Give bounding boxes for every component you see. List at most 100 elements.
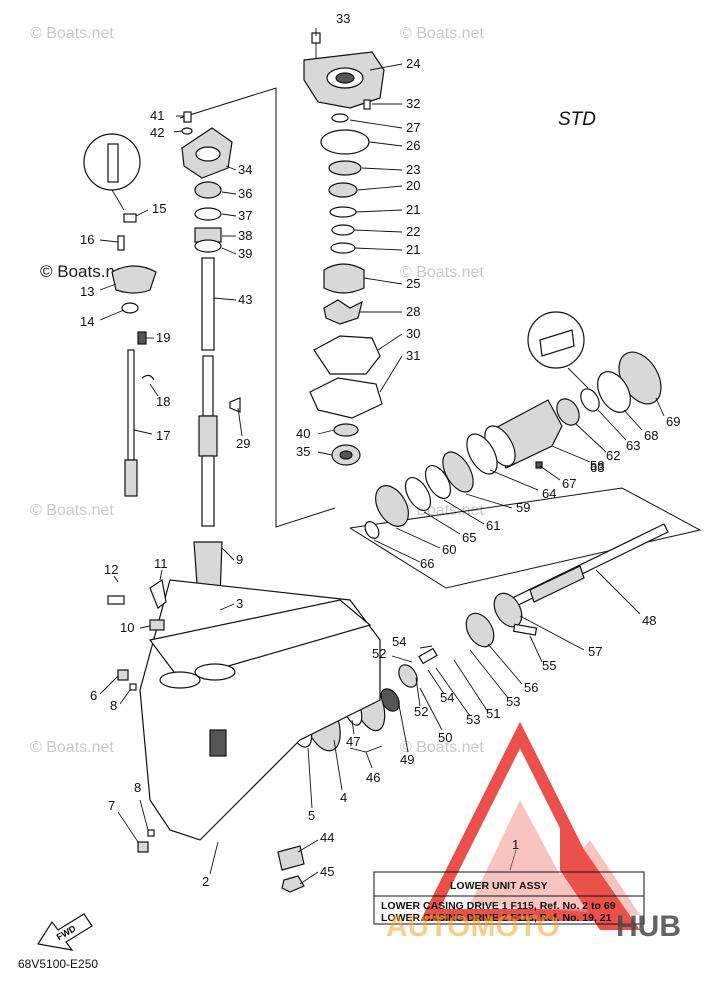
callout-32: 32	[406, 96, 420, 111]
callout-38: 38	[238, 228, 252, 243]
callout-60: 60	[442, 542, 456, 557]
callout-21: 21	[406, 202, 420, 217]
callout-14: 14	[80, 314, 94, 329]
callout-23: 23	[406, 162, 420, 177]
callouts: 33 24 32 27 26 23 20 21 22 21 25 28 30 3…	[80, 11, 680, 889]
callout-26: 26	[406, 138, 420, 153]
lower-casing-group	[107, 578, 381, 853]
callout-8: 8	[134, 780, 141, 795]
callout-20: 20	[406, 178, 420, 193]
callout-27: 27	[406, 120, 420, 135]
callout-41: 41	[150, 108, 164, 123]
assembly-frames	[179, 87, 702, 589]
callout-54: 54	[392, 634, 406, 649]
callout-22: 22	[406, 224, 420, 239]
watermark: © Boats.net	[30, 25, 114, 42]
callout-9: 9	[236, 552, 243, 567]
callout-36: 36	[238, 186, 252, 201]
std-label: STD	[558, 109, 596, 130]
info-ref-number: 1	[512, 837, 519, 852]
logo-text-a: AUTOMOTO	[386, 910, 560, 943]
callout-2: 2	[202, 874, 209, 889]
callout-35: 35	[296, 444, 310, 459]
callout-47: 47	[346, 734, 360, 749]
callout-10: 10	[120, 620, 134, 635]
callout-11: 11	[154, 556, 168, 571]
callout-15: 15	[152, 201, 166, 216]
callout-63: 63	[590, 460, 604, 475]
callout-43: 43	[238, 292, 252, 307]
callout-49: 49	[400, 752, 414, 767]
callout-42: 42	[150, 125, 164, 140]
info-line-2: LOWER CASING DRIVE 2 F115, Ref. No. 19, …	[381, 912, 612, 924]
callout-25: 25	[406, 276, 420, 291]
callout-34: 34	[238, 162, 252, 177]
callout-37: 37	[238, 208, 252, 223]
callout-18: 18	[156, 394, 170, 409]
callout-46: 46	[366, 770, 380, 785]
callout-53: 53	[466, 712, 480, 727]
drive-shaft-group	[181, 111, 241, 631]
info-line-1: LOWER CASING DRIVE 1 F115, Ref. No. 2 to…	[381, 900, 616, 912]
callout-50: 50	[438, 730, 452, 745]
info-title: LOWER UNIT ASSY	[450, 880, 548, 892]
callout-30: 30	[406, 326, 420, 341]
automotohub-wordmark: AUTOMOTO HUB	[386, 910, 681, 943]
callout-28: 28	[406, 304, 420, 319]
callout-67: 67	[562, 476, 576, 491]
fwd-arrow: FWD	[37, 913, 93, 951]
callout-12: 12	[104, 562, 118, 577]
callout-29: 29	[236, 436, 250, 451]
callout-53: 53	[506, 694, 520, 709]
callout-6: 6	[90, 688, 97, 703]
callout-64: 64	[542, 486, 556, 501]
callout-17: 17	[156, 428, 170, 443]
callout-16: 16	[80, 232, 94, 247]
callout-62: 62	[606, 448, 620, 463]
callout-52: 52	[372, 646, 386, 661]
callout-59: 59	[516, 500, 530, 515]
callout-21: 21	[406, 242, 420, 257]
callout-65: 65	[462, 530, 476, 545]
propeller-shaft-group	[380, 523, 669, 712]
callout-33: 33	[336, 11, 350, 26]
leader-lines	[99, 28, 665, 885]
logo-text-b: HUB	[616, 910, 681, 943]
watermark: © Boats.net	[400, 264, 484, 281]
callout-55: 55	[542, 658, 556, 673]
watermark: © Boats.net	[400, 25, 484, 42]
callout-31: 31	[406, 348, 420, 363]
callout-45: 45	[320, 864, 334, 879]
callout-5: 5	[308, 808, 315, 823]
callout-54: 54	[440, 690, 454, 705]
callout-39: 39	[238, 246, 252, 261]
callout-66: 66	[420, 556, 434, 571]
callout-24: 24	[406, 56, 420, 71]
watermark: © Boats.net	[30, 502, 114, 519]
callout-3: 3	[236, 596, 243, 611]
callout-48: 48	[642, 613, 656, 628]
callout-8: 8	[110, 698, 117, 713]
callout-7: 7	[108, 798, 115, 813]
callout-61: 61	[486, 518, 500, 533]
callout-19: 19	[156, 330, 170, 345]
watermark: © Boats.net	[30, 739, 114, 756]
callout-52: 52	[414, 704, 428, 719]
watermarks: © Boats.net © Boats.net © Boats.net © Bo…	[30, 25, 484, 756]
callout-56: 56	[524, 680, 538, 695]
callout-63: 63	[626, 438, 640, 453]
callout-68: 68	[644, 428, 658, 443]
callout-40: 40	[296, 426, 310, 441]
drawing-code: 68V5100-E250	[18, 957, 98, 971]
water-pump-group	[303, 32, 385, 466]
callout-13: 13	[80, 284, 94, 299]
callout-69: 69	[666, 414, 680, 429]
callout-44: 44	[320, 830, 334, 845]
info-box: 1 LOWER UNIT ASSY LOWER CASING DRIVE 1 F…	[373, 837, 645, 925]
callout-58: 58	[590, 458, 604, 473]
callout-51: 51	[486, 706, 500, 721]
shift-rod-group	[83, 133, 157, 497]
watermark: © Boats.net	[400, 739, 484, 756]
watermark: © Boats.net	[40, 262, 129, 281]
